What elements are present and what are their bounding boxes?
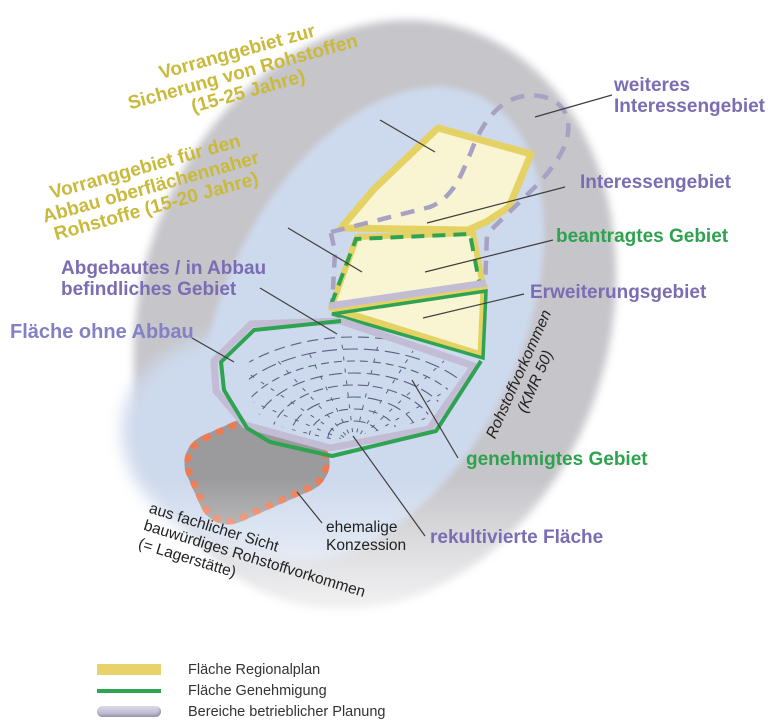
- leader-interessengebiet: [426, 186, 566, 224]
- leader-genehmigtes: [411, 379, 459, 459]
- leader-ohne-abbau: [191, 337, 235, 363]
- label-beantragtes-gebiet: beantragtes Gebiet: [556, 226, 729, 247]
- betriebliche-planung-swatch: [97, 706, 161, 717]
- leader-rekultiviert: [352, 435, 426, 537]
- leader-abgebautes: [259, 287, 338, 335]
- leader-erweiterung: [422, 293, 525, 319]
- label-abgebautes-gebiet: Abgebautes / in Abbau befindliches Gebie…: [61, 258, 267, 300]
- regionalplan-swatch: [97, 664, 161, 675]
- erweiterungsgebiet-area: [328, 279, 488, 361]
- interessengebiet-outline: [328, 93, 571, 308]
- label-erweiterungsgebiet: Erweiterungsgebiet: [530, 282, 707, 303]
- leader-beantragtes: [424, 239, 554, 273]
- label-rekultivierte-flaeche: rekultivierte Fläche: [430, 527, 604, 548]
- legend-label-genehmigung: Fläche Genehmigung: [188, 682, 327, 699]
- label-genehmigtes-gebiet: genehmigtes Gebiet: [466, 449, 648, 470]
- label-ehemalige-konzession: ehemalige Konzession: [326, 519, 407, 555]
- leader-weiteres-interessengebiet: [534, 94, 613, 118]
- legend-label-regionalplan: Fläche Regionalplan: [188, 661, 321, 678]
- leader-vorrang-abbau: [287, 227, 363, 273]
- legend-row-regionalplan: Fläche Regionalplan: [97, 661, 517, 678]
- legend: Fläche Regionalplan Fläche Genehmigung B…: [97, 661, 517, 722]
- label-interessengebiet: Interessengebiet: [580, 172, 731, 193]
- leader-vorrang-sicherung: [379, 119, 436, 153]
- legend-label-betriebliche-planung: Bereiche betrieblicher Planung: [188, 703, 386, 720]
- vorranggebiet-sicherung-area: [337, 124, 535, 234]
- label-weiteres-interessengebiet: weiteres Interessengebiet: [614, 75, 765, 117]
- genehmigung-swatch: [97, 688, 161, 693]
- legend-row-betriebliche-planung: Bereiche betrieblicher Planung: [97, 703, 517, 720]
- label-flaeche-ohne-abbau: Fläche ohne Abbau: [10, 321, 194, 343]
- legend-row-genehmigung: Fläche Genehmigung: [97, 682, 517, 699]
- leader-ehemalige: [296, 491, 323, 524]
